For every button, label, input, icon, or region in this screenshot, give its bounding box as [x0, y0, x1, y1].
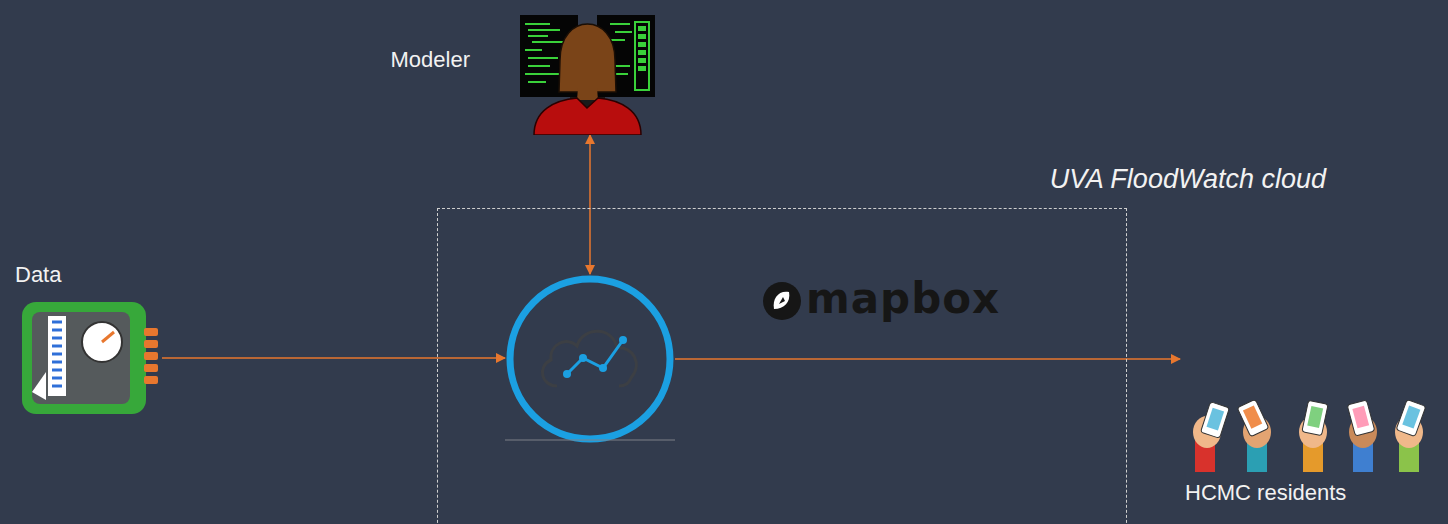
flow-arrow [675, 358, 1180, 360]
service-logo-text: mapbox [806, 274, 1000, 324]
flow-arrow [162, 357, 505, 359]
residents-phones-icon [1185, 400, 1435, 472]
residents-node: HCMC residents [1180, 340, 1440, 512]
sensor-data-icon [22, 302, 162, 414]
cloud-service-icon [505, 274, 675, 444]
flow-arrow [589, 135, 591, 274]
node-label: HCMC residents [1185, 480, 1346, 506]
node-label: Modeler [391, 47, 470, 73]
node-label: UVA FloodWatch cloud [1050, 163, 1326, 195]
cloud-region: UVA FloodWatch cloud [437, 208, 1127, 524]
modeler-icon [520, 0, 655, 135]
data-source-node: Data [15, 262, 165, 414]
underline-rule [505, 438, 675, 442]
modeler-node: Modeler [520, 0, 655, 135]
node-label: Data [15, 262, 61, 288]
